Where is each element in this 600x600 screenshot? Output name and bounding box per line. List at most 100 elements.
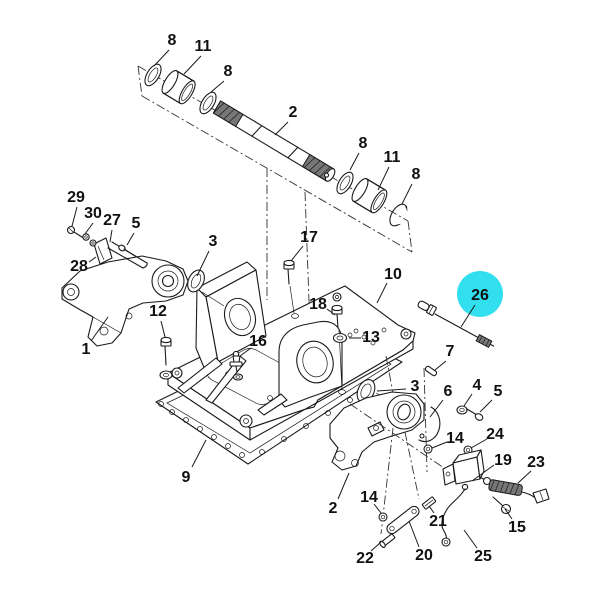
callout-label-26: 26 <box>471 287 489 304</box>
callout-label-21: 21 <box>429 513 447 530</box>
screw-29 <box>66 225 86 240</box>
snap-ring-8d <box>389 203 408 227</box>
callout-label-30: 30 <box>84 205 102 222</box>
callout-leader-26 <box>460 304 476 328</box>
callout-label-3: 3 <box>411 378 420 395</box>
callout-label-13: 13 <box>362 329 380 346</box>
pin-21 <box>421 496 437 510</box>
callout-leader-20 <box>408 520 420 548</box>
washer-30 <box>82 233 97 247</box>
nut-14a <box>423 444 433 454</box>
callout-label-17: 17 <box>300 229 318 246</box>
callout-label-19: 19 <box>494 452 512 469</box>
seal-ring-8c <box>336 171 354 195</box>
callout-label-14: 14 <box>360 489 378 506</box>
callout-label-2: 2 <box>289 104 298 121</box>
bolt-12 <box>159 336 173 380</box>
lift-arm-right-2 <box>329 391 425 471</box>
callout-leader-23 <box>517 470 532 484</box>
callout-label-9: 9 <box>182 469 191 486</box>
callout-leader-29 <box>71 206 78 227</box>
callout-leader-12 <box>160 320 166 338</box>
bolt-15 <box>492 496 512 515</box>
callout-label-11: 11 <box>384 149 401 166</box>
callout-leader-21 <box>428 505 435 514</box>
callout-label-16: 16 <box>249 333 267 350</box>
bushing-11a <box>161 70 196 105</box>
callout-leader-3 <box>376 388 407 392</box>
callout-label-5: 5 <box>132 215 141 232</box>
callout-leader-4 <box>463 393 473 407</box>
callout-label-8: 8 <box>168 32 177 49</box>
highlight-circle <box>457 271 503 317</box>
callout-label-28: 28 <box>70 258 88 275</box>
callout-label-2: 2 <box>329 500 338 517</box>
bearing-tower-right <box>257 320 343 416</box>
spring-23 <box>488 479 550 504</box>
seal-ring-8b <box>199 91 217 115</box>
callout-label-8: 8 <box>412 166 421 183</box>
callout-leader-5 <box>479 399 493 413</box>
callout-leader-8 <box>153 49 170 67</box>
callout-leader-8 <box>401 183 413 205</box>
callout-leader-2 <box>274 121 289 136</box>
callout-leader-10 <box>376 282 388 304</box>
callout-label-23: 23 <box>527 454 545 471</box>
callout-label-12: 12 <box>149 303 167 320</box>
callout-leader-27 <box>109 229 113 243</box>
bearing-tower-left <box>177 261 267 404</box>
ring-6 <box>418 406 441 443</box>
lift-cover-10 <box>167 261 416 441</box>
washer-4 <box>456 405 468 415</box>
callout-leader-7 <box>434 360 447 371</box>
callout-leader-5 <box>126 232 135 246</box>
callout-label-15: 15 <box>508 519 526 536</box>
callout-leader-11 <box>377 166 390 191</box>
switch-19 <box>442 449 492 486</box>
callout-label-8: 8 <box>359 135 368 152</box>
callout-leader-16 <box>239 347 252 357</box>
callout-leader-15 <box>504 508 513 520</box>
seal-ring-8a <box>144 63 162 87</box>
grease-fitting-16 <box>229 350 244 381</box>
callout-label-29: 29 <box>67 189 85 206</box>
callout-leader-28 <box>88 256 97 263</box>
callout-leader-19 <box>471 464 495 482</box>
callout-label-20: 20 <box>415 547 433 564</box>
pin-22 <box>379 533 396 548</box>
bolt-5-right <box>466 408 484 421</box>
callout-label-22: 22 <box>356 550 374 567</box>
callout-label-8: 8 <box>224 63 233 80</box>
callout-leader-30 <box>84 222 94 235</box>
bolt-5-left <box>118 244 136 257</box>
pin-7 <box>424 365 438 377</box>
lift-shaft-2 <box>212 100 336 182</box>
link-20 <box>386 505 420 535</box>
callout-label-1: 1 <box>82 341 91 358</box>
callout-label-18: 18 <box>309 296 327 313</box>
callout-leader-8 <box>349 152 360 171</box>
callout-label-24: 24 <box>486 426 504 443</box>
rod-26 <box>417 300 495 349</box>
callout-leader-22 <box>370 541 382 552</box>
wire-25 <box>441 483 469 547</box>
washer-13 <box>332 332 353 344</box>
nut-14b <box>378 512 388 522</box>
bolt-17 <box>283 259 299 319</box>
callout-leader-2 <box>337 472 350 500</box>
callout-label-4: 4 <box>473 377 482 394</box>
lift-arm-left-1 <box>61 255 189 347</box>
callout-label-27: 27 <box>103 212 121 229</box>
callout-label-25: 25 <box>474 548 492 565</box>
callout-leader-14 <box>373 503 382 514</box>
callout-label-14: 14 <box>446 430 464 447</box>
callout-leader-14 <box>431 441 448 449</box>
bracket-28 <box>93 237 113 265</box>
callout-label-11: 11 <box>195 38 212 55</box>
callout-leader-17 <box>290 245 304 262</box>
callout-leader-18 <box>326 308 336 316</box>
callout-label-3: 3 <box>209 233 218 250</box>
